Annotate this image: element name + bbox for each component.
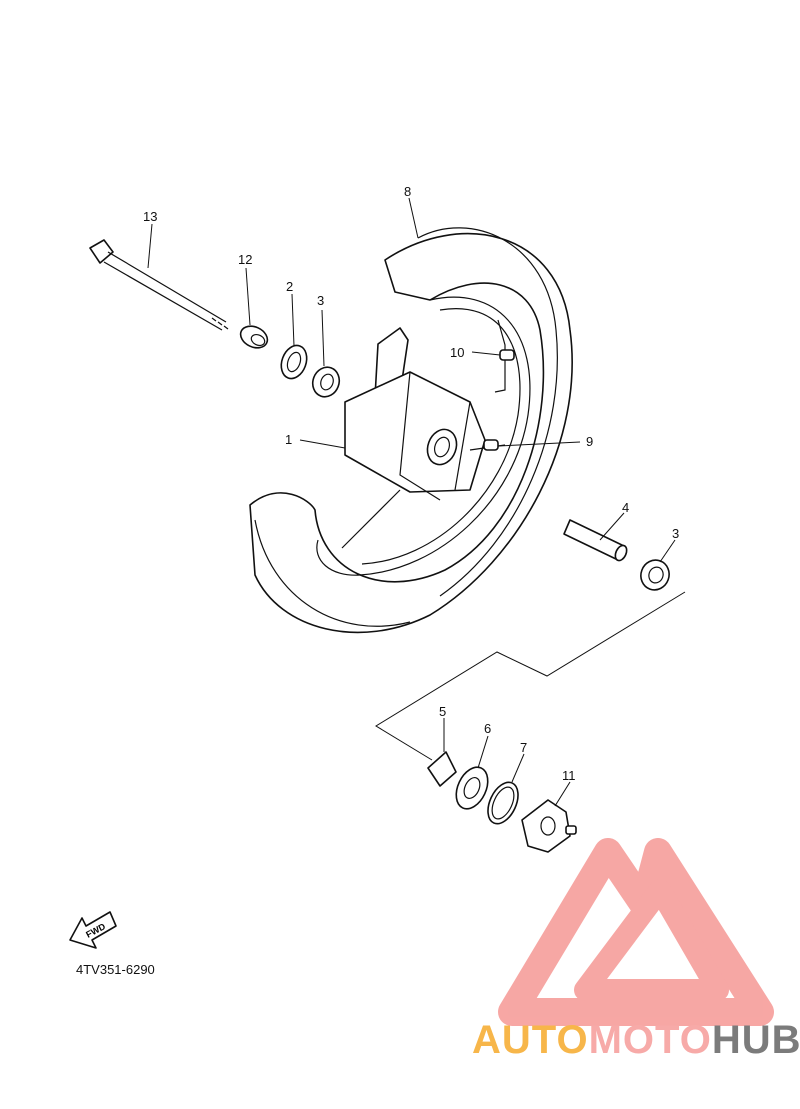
part-oil-seal-lower: [487, 781, 519, 825]
part-valve: [499, 349, 515, 361]
callout-1: 1: [285, 432, 292, 447]
watermark-auto: AUTO: [472, 1018, 589, 1062]
fwd-arrow-icon: FWD: [69, 911, 117, 949]
leader-lines: [147, 197, 676, 807]
callout-8: 8: [404, 184, 411, 199]
exploded-guide-line: [375, 591, 686, 761]
part-rim: [316, 296, 531, 576]
watermark-logo: [498, 838, 774, 1026]
part-balance-weight: [483, 439, 499, 451]
callout-4: 4: [622, 500, 629, 515]
callout-6: 6: [484, 721, 491, 736]
watermark-text: AUTOMOTOHUB: [472, 1018, 800, 1063]
part-wheel-hub: [341, 327, 506, 549]
callout-9: 9: [586, 434, 593, 449]
drawing-code: 4TV351-6290: [76, 962, 155, 977]
watermark-hub: HUB: [711, 1018, 800, 1062]
callout-2: 2: [286, 279, 293, 294]
callout-11: 11: [562, 768, 576, 783]
part-spacer: [563, 519, 628, 562]
callout-7: 7: [520, 740, 527, 755]
part-axle-bolt: [89, 239, 229, 331]
part-collar: [239, 325, 269, 349]
part-plate-washer: [455, 766, 489, 810]
callout-10: 10: [450, 345, 464, 360]
callout-13: 13: [143, 209, 157, 224]
part-bearing-upper: [311, 366, 341, 398]
callout-5: 5: [439, 704, 446, 719]
part-meter-clutch: [427, 751, 457, 787]
callout-12: 12: [238, 252, 252, 267]
watermark-moto: MOTO: [588, 1018, 712, 1062]
callout-3-upper: 3: [317, 293, 324, 308]
part-oil-seal: [280, 344, 308, 380]
part-tire: [249, 227, 573, 634]
part-speedometer-gear-unit: [521, 799, 577, 853]
callout-3-lower: 3: [672, 526, 679, 541]
part-bearing-lower: [640, 559, 670, 591]
